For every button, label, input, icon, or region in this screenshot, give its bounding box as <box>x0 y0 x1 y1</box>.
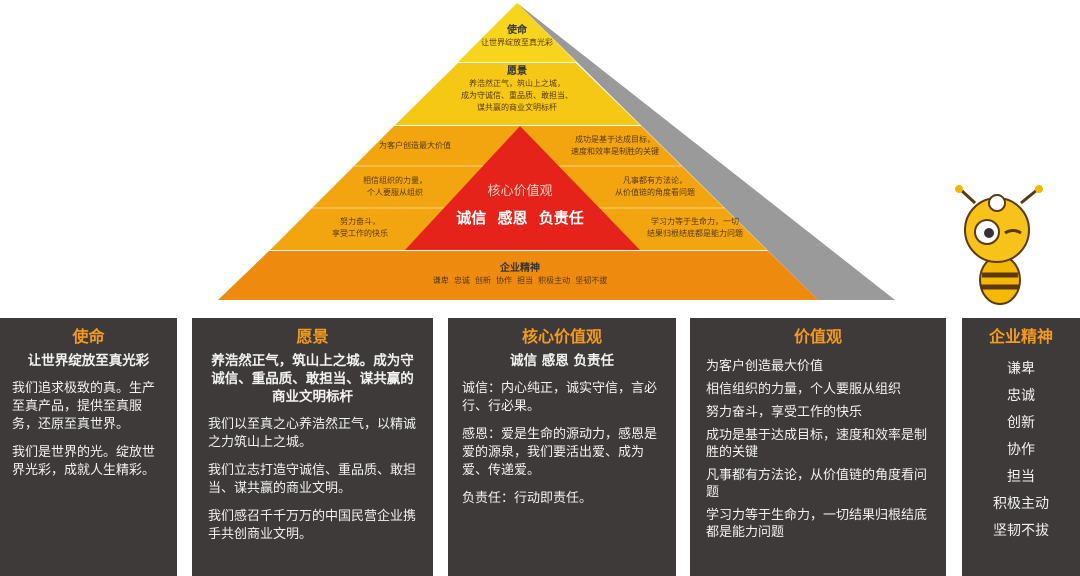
pyr-value-right-2: 凡事都有方法论， 从价值链的角度看问题 <box>615 176 695 197</box>
panel-paragraph: 感恩：爱是生命的源动力，感恩是爱的源泉，我们要活出爱、成为爱、传递爱。 <box>462 427 658 478</box>
value-item: 努力奋斗，享受工作的快乐 <box>706 405 863 420</box>
pyr-vision: 愿景养浩然正气，筑山上之城，成为守诚信、重品质、敢担当、谋共赢的商业文明标杆 <box>461 66 573 112</box>
pyr-mission: 使命让世界绽放至真光彩 <box>481 25 553 47</box>
panel-title: 价值观 <box>793 327 842 346</box>
culture-pyramid <box>218 3 895 300</box>
pyramid-core-triangle <box>405 126 640 250</box>
value-item: 凡事都有方法论，从价值链的角度看问题 <box>706 468 928 500</box>
panel-paragraph: 我们是世界的光。绽放世界光彩，成就人生精彩。 <box>12 445 156 478</box>
pyramid-shadow <box>517 3 895 300</box>
panel-paragraph: 我们立志打造守诚信、重品质、敢担当、谋共赢的商业文明。 <box>208 463 417 496</box>
value-item: 为客户创造最大价值 <box>706 359 824 374</box>
pyr-value-left-1: 为客户创造最大价值 <box>379 141 451 150</box>
value-item: 成功是基于达成目标，速度和效率是制胜的关键 <box>706 428 928 460</box>
panel-mission: 使命 让世界绽放至真光彩 我们追求极致的真。生产至真产品，提供至真服务，还原至真… <box>0 318 177 576</box>
panel-paragraph: 我们以至真之心养浩然正气，以精诚之力筑山上之城。 <box>208 417 417 450</box>
panel-title: 核心价值观 <box>521 327 602 346</box>
panel-core-values: 核心价值观 诚信 感恩 负责任 诚信：内心纯正，诚实守信，言必行、行必果。 感恩… <box>448 318 676 576</box>
pyr-value-left-3: 努力奋斗， 享受工作的快乐 <box>332 217 388 238</box>
spirit-item: 坚韧不拔 <box>993 523 1049 539</box>
value-item: 学习力等于生命力，一切结果归根结底都是能力问题 <box>706 508 928 540</box>
spirit-item: 创新 <box>1007 415 1035 431</box>
panel-spirit: 企业精神 谦卑 忠诚 创新 协作 担当 积极主动 坚韧不拔 <box>962 318 1080 576</box>
spirit-item: 协作 <box>1007 442 1035 458</box>
pyr-value-left-2: 相信组织的力量， 个人要服从组织 <box>363 176 427 197</box>
pyr-value-right-3: 学习力等于生命力，一切 结果归根结底都是能力问题 <box>647 217 743 238</box>
pyr-core-title: 核心价值观 <box>487 184 553 199</box>
pyr-value-right-1: 成功是基于达成目标， 速度和效率是制胜的关键 <box>571 135 659 156</box>
value-item: 相信组织的力量，个人要服从组织 <box>706 382 902 397</box>
panel-subtitle: 让世界绽放至真光彩 <box>27 353 150 369</box>
panel-subtitle: 养浩然正气，筑山上之城。成为守诚信、重品质、敢担当、谋共赢的商业文明标杆 <box>211 353 414 405</box>
panel-title: 使命 <box>72 327 105 346</box>
panel-paragraph: 诚信：内心纯正，诚实守信，言必行、行必果。 <box>462 381 658 414</box>
panel-subtitle: 诚信 感恩 负责任 <box>510 353 614 369</box>
pyramid-layer-mission <box>458 3 576 62</box>
bee-mascot-icon <box>955 185 1043 305</box>
spirit-item: 担当 <box>1007 469 1035 485</box>
pyr-core-values: 诚信 感恩 负责任 <box>456 209 584 227</box>
spirit-item: 忠诚 <box>1007 388 1035 404</box>
panel-vision: 愿景 养浩然正气，筑山上之城。成为守诚信、重品质、敢担当、谋共赢的商业文明标杆 … <box>192 318 433 576</box>
panel-values: 价值观 为客户创造最大价值 相信组织的力量，个人要服从组织 努力奋斗，享受工作的… <box>690 318 946 576</box>
panel-paragraph: 我们追求极致的真。生产至真产品，提供至真服务，还原至真世界。 <box>12 381 156 432</box>
panel-paragraph: 负责任：行动即责任。 <box>462 491 593 506</box>
panel-title: 愿景 <box>296 327 329 346</box>
panel-title: 企业精神 <box>988 327 1053 346</box>
panel-paragraph: 我们感召千千万万的中国民营企业携手共创商业文明。 <box>208 509 417 542</box>
spirit-item: 积极主动 <box>993 496 1049 512</box>
pyramid-layer-spirit <box>218 251 818 300</box>
spirit-item: 谦卑 <box>1007 361 1035 377</box>
pyramid-layer-vision <box>395 63 640 125</box>
pyr-spirit: 企业精神谦卑 忠诚 创新 协作 担当 积极主动 坚韧不拔 <box>432 263 608 285</box>
